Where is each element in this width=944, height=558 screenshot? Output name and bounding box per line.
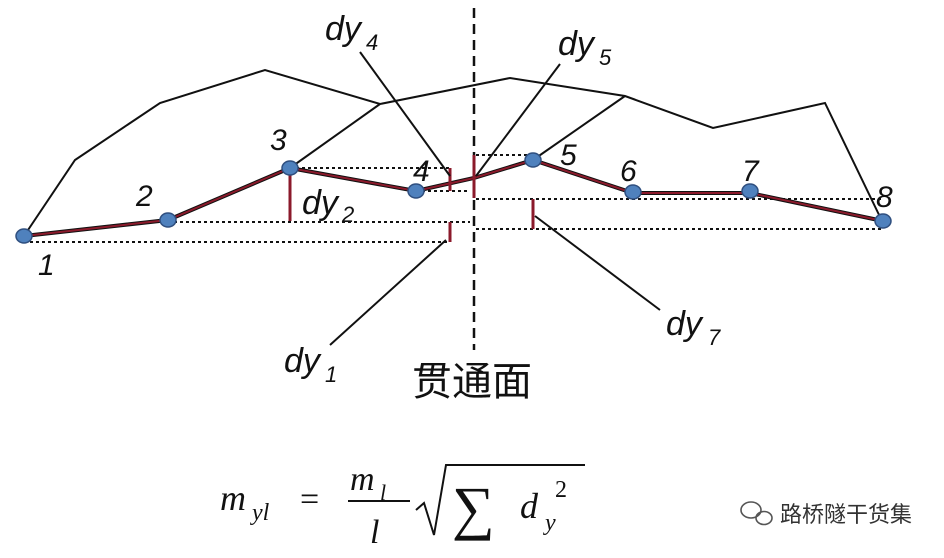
outer-boundary-line [23,68,883,237]
svg-text:7: 7 [708,325,721,350]
point-label-7: 7 [742,155,760,188]
station-point-1 [15,228,33,244]
station-point-2 [159,212,177,228]
svg-text:d: d [520,486,539,526]
station-point-7 [741,183,759,199]
point-label-5: 5 [560,139,577,172]
svg-text:=: = [300,481,319,518]
svg-text:1: 1 [325,362,337,387]
svg-text:2: 2 [555,477,567,503]
svg-text:m: m [350,461,375,498]
offset-label-dy5: dy 5 [558,25,612,70]
point-label-6: 6 [620,155,637,188]
svg-text:dy: dy [666,305,704,343]
svg-text:y: y [543,510,556,536]
svg-text:dy: dy [558,25,596,63]
svg-text:dy: dy [284,342,322,380]
point-label-4: 4 [413,155,430,188]
station-point-3 [281,160,299,176]
offset-label-dy1: dy 1 [284,342,337,387]
connector-5 [532,95,626,161]
svg-text:2: 2 [341,202,354,227]
svg-text:m: m [220,478,246,518]
point-label-1: 1 [38,249,55,282]
station-point-8 [874,213,892,229]
leader-lines [329,51,661,346]
svg-text:yl: yl [250,500,270,526]
offset-label-dy7: dy 7 [666,305,721,350]
wechat-icon [740,501,773,526]
point-label-3: 3 [270,124,287,157]
station-point-5 [524,152,542,168]
offset-label-dy2: dy 2 [302,184,354,227]
svg-text:4: 4 [366,30,378,55]
watermark-text: 路桥隧干货集 [780,503,912,528]
station-point-4 [407,183,425,199]
point-label-8: 8 [876,181,893,214]
station-point-6 [624,184,642,200]
point-label-2: 2 [135,180,153,213]
watermark: 路桥隧干货集 [740,501,912,528]
svg-text:dy: dy [302,184,340,222]
offset-label-dy4: dy 4 [325,10,378,55]
svg-text:l: l [370,514,379,551]
offset-marks [288,155,535,242]
error-formula: m yl = m l l ∑ d y 2 [220,461,585,551]
svg-text:∑: ∑ [452,475,495,541]
station-points [15,152,892,244]
svg-text:5: 5 [599,45,612,70]
svg-text:l: l [380,480,386,505]
through-plane-label: 贯通面 [412,359,532,405]
connector-3 [289,103,381,169]
svg-text:dy: dy [325,10,363,48]
